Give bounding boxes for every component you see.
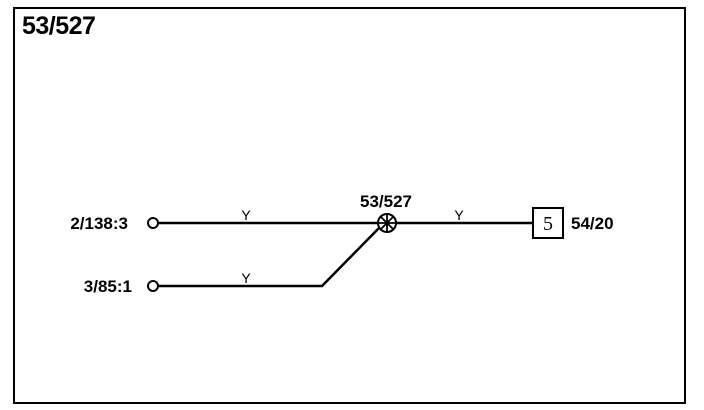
connector-label-2: 3/85:1 [84, 277, 132, 296]
terminal-circle-2 [147, 280, 159, 292]
terminal-circle-1 [147, 217, 159, 229]
page-title: 53/527 [22, 12, 96, 40]
component-box-number: 5 [543, 213, 553, 235]
splice-icon [377, 213, 397, 233]
connector-label-right: 54/20 [571, 214, 614, 233]
connector-label-1: 2/138:3 [70, 214, 128, 233]
wire-color-label-bottom: Y [241, 270, 251, 286]
diagram-frame [13, 7, 686, 404]
wire-color-label-top: Y [241, 207, 251, 223]
wire-color-label-right: Y [454, 207, 464, 223]
component-box [532, 207, 564, 239]
wire-bottom-left [158, 226, 381, 288]
splice-label: 53/527 [360, 192, 412, 211]
